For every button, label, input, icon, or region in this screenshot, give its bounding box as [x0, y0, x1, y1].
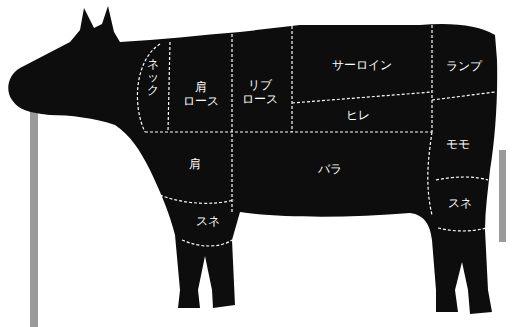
cut-lines [137, 25, 495, 246]
part-name: リブ ロース [242, 79, 278, 107]
part-name: モモ [446, 138, 470, 152]
left-post [30, 110, 38, 327]
part-name: 肩 [189, 158, 201, 172]
part-name: ネック [147, 58, 159, 98]
part-name: スネ [448, 197, 472, 211]
part-name: サーロイン [332, 59, 392, 73]
part-name: バラ [318, 163, 342, 177]
right-post [499, 150, 506, 242]
part-name: ヒレ [346, 109, 370, 123]
part-name: ランプ [446, 60, 482, 74]
cow-silhouette [8, 6, 497, 314]
part-name: 肩 ロース [183, 81, 219, 109]
part-name: スネ [196, 215, 220, 229]
